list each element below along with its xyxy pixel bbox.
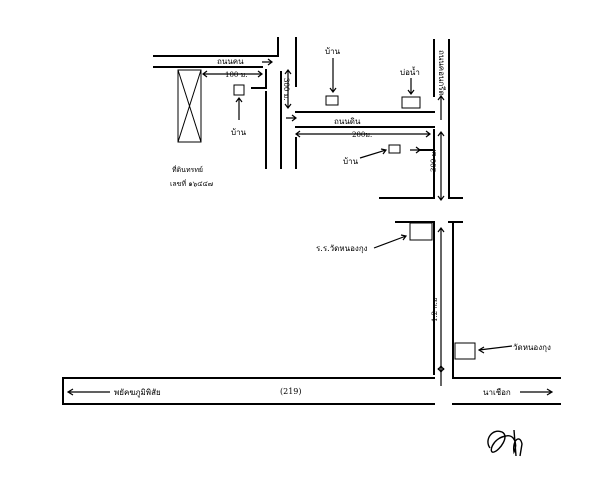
- well: [401, 96, 421, 109]
- arrow-road-top: [262, 58, 273, 66]
- signature: [487, 429, 523, 457]
- house-3: [388, 144, 401, 154]
- dim-200m-label: 200ม.: [352, 131, 372, 139]
- arrow-road-mid: [286, 114, 297, 122]
- arrow-house-3: [359, 148, 388, 159]
- dir-right-label: นาเชือก: [483, 388, 511, 397]
- dim-12km-label: 1.2 ก.ม: [431, 298, 439, 322]
- dim-300m-a-label: 300 ม.: [282, 78, 290, 100]
- school: [409, 222, 433, 241]
- arrow-school: [373, 234, 408, 249]
- dim-200m: [295, 130, 431, 138]
- highway-label: (219): [280, 387, 302, 396]
- land-parcel-cross-b: [177, 69, 202, 143]
- land-label-2: เลขที่ ๑๖๔๔๗: [170, 179, 213, 188]
- arrow-temple: [477, 345, 513, 354]
- arrow-well: [407, 78, 415, 95]
- house-1-label: บ้าน: [231, 128, 247, 137]
- dir-left-label: พยัคฆภูมิพิสัย: [114, 388, 161, 398]
- dim-100m: [202, 70, 263, 78]
- dir-right-arrow: [520, 388, 554, 396]
- dim-300m-b-label: 300 ม.: [430, 150, 438, 172]
- road-mid-label: ถนนดิน: [334, 117, 361, 126]
- dim-300m-a: [284, 69, 292, 109]
- dir-left-arrow: [66, 388, 110, 396]
- temple-label: วัดหนองกุง: [513, 343, 551, 352]
- main-road-label: ถนนคอนกรีต: [437, 50, 446, 96]
- house-2: [325, 95, 339, 106]
- arrow-main-up: [437, 95, 445, 120]
- dim-100m-label: 100 ม.: [225, 71, 247, 79]
- temple: [454, 342, 476, 360]
- arrow-right-stub: [410, 146, 421, 154]
- school-label: ร.ร.วัดหนองกุง: [316, 244, 368, 253]
- land-label-1: ที่ดินทรทย์: [172, 165, 203, 174]
- dim-300m-b: [437, 131, 445, 201]
- road-top-label: ถนนคน: [217, 57, 244, 66]
- house-3-label: บ้าน: [343, 157, 359, 166]
- arrow-main-to-highway: [437, 365, 445, 386]
- land-parcel: [177, 69, 202, 143]
- well-label: บ่อน้ำ: [400, 66, 420, 77]
- arrow-house-1: [235, 97, 243, 120]
- house-1: [233, 84, 245, 96]
- arrow-house-2: [329, 58, 337, 93]
- house-2-label: บ้าน: [325, 47, 341, 56]
